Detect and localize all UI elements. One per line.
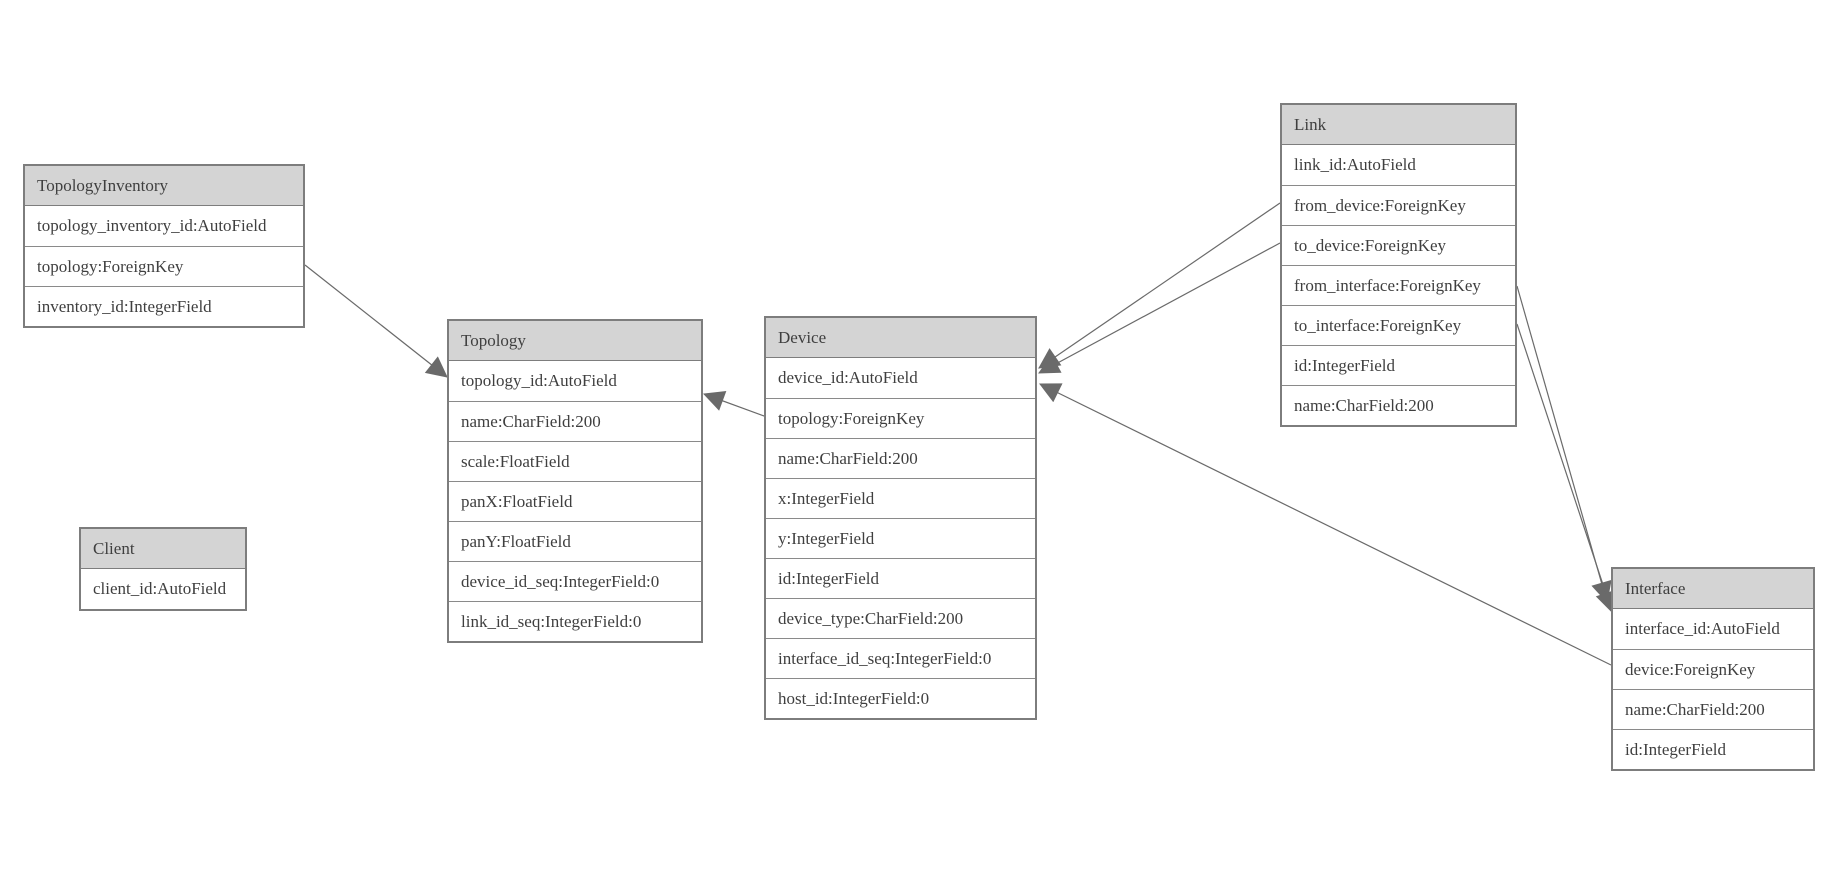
field-row: link_id_seq:IntegerField:0: [449, 601, 701, 641]
field-row: x:IntegerField: [766, 478, 1035, 518]
field-row: name:CharField:200: [1613, 689, 1813, 729]
entity-client-title: Client: [81, 529, 245, 569]
field-row: to_device:ForeignKey: [1282, 225, 1515, 265]
entity-interface-title: Interface: [1613, 569, 1813, 609]
field-row: topology:ForeignKey: [25, 246, 303, 286]
relation-link-frominterface-to-interface: [1516, 285, 1612, 604]
entity-link-title: Link: [1282, 105, 1515, 145]
field-row: topology:ForeignKey: [766, 398, 1035, 438]
field-row: from_interface:ForeignKey: [1282, 265, 1515, 305]
field-row: device_id_seq:IntegerField:0: [449, 561, 701, 601]
field-row: device_type:CharField:200: [766, 598, 1035, 638]
field-row: device:ForeignKey: [1613, 649, 1813, 689]
field-row: y:IntegerField: [766, 518, 1035, 558]
field-row: topology_id:AutoField: [449, 361, 701, 401]
relation-link-todevice-to-device: [1038, 242, 1281, 374]
field-row: interface_id:AutoField: [1613, 609, 1813, 649]
field-row: name:CharField:200: [449, 401, 701, 441]
relation-device-to-topology: [703, 391, 765, 417]
relation-link-fromdevice-to-device: [1038, 202, 1281, 369]
field-row: scale:FloatField: [449, 441, 701, 481]
entity-link: Link link_id:AutoField from_device:Forei…: [1280, 103, 1517, 427]
field-row: panY:FloatField: [449, 521, 701, 561]
field-row: inventory_id:IntegerField: [25, 286, 303, 326]
relation-topologyinventory-to-topology: [304, 264, 448, 378]
entity-device-title: Device: [766, 318, 1035, 358]
field-row: host_id:IntegerField:0: [766, 678, 1035, 718]
field-row: id:IntegerField: [1282, 345, 1515, 385]
field-row: from_device:ForeignKey: [1282, 185, 1515, 225]
field-row: topology_inventory_id:AutoField: [25, 206, 303, 246]
relation-link-tointerface-to-interface: [1516, 323, 1616, 613]
field-row: device_id:AutoField: [766, 358, 1035, 398]
entity-topology: Topology topology_id:AutoField name:Char…: [447, 319, 703, 643]
field-row: panX:FloatField: [449, 481, 701, 521]
field-row: name:CharField:200: [766, 438, 1035, 478]
entity-topologyinventory-title: TopologyInventory: [25, 166, 303, 206]
field-row: id:IntegerField: [1613, 729, 1813, 769]
field-row: id:IntegerField: [766, 558, 1035, 598]
field-row: to_interface:ForeignKey: [1282, 305, 1515, 345]
entity-client: Client client_id:AutoField: [79, 527, 247, 611]
entity-device: Device device_id:AutoField topology:Fore…: [764, 316, 1037, 720]
entity-interface: Interface interface_id:AutoField device:…: [1611, 567, 1815, 771]
field-row: name:CharField:200: [1282, 385, 1515, 425]
entity-topology-title: Topology: [449, 321, 701, 361]
field-row: interface_id_seq:IntegerField:0: [766, 638, 1035, 678]
entity-topologyinventory: TopologyInventory topology_inventory_id:…: [23, 164, 305, 328]
field-row: link_id:AutoField: [1282, 145, 1515, 185]
field-row: client_id:AutoField: [81, 569, 245, 609]
